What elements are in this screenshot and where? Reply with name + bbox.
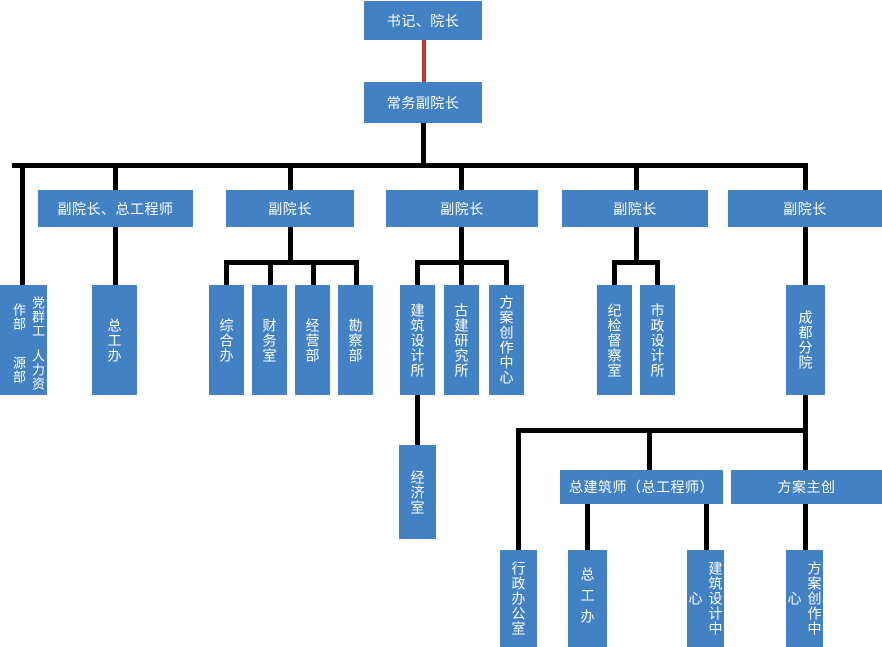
edge-root-to-exec-vp xyxy=(422,38,426,82)
node-ancient-arch-institute-label: 古建研究所 xyxy=(453,302,470,378)
node-cd-scheme-center[interactable]: 方案创作中心 xyxy=(786,550,823,647)
edge-vp4-to-municipal-institute xyxy=(655,260,660,286)
edge-exec-vp-stem xyxy=(421,122,426,165)
edge-bus-to-vp2 xyxy=(288,163,293,190)
edge-vp3-to-arch-design-institute xyxy=(415,260,420,286)
node-chief-eng-office[interactable]: 总工办 xyxy=(92,285,137,395)
node-economics-office-label: 经济室 xyxy=(409,469,426,515)
node-scheme-lead-label: 方案主创 xyxy=(777,479,836,495)
edge-arch-design-institute-to-economics-office xyxy=(415,395,420,445)
edge-bus-to-vp5 xyxy=(803,163,808,190)
node-survey-dept-label: 勘察部 xyxy=(347,317,364,363)
node-survey-dept[interactable]: 勘察部 xyxy=(338,285,373,395)
node-arch-design-institute[interactable]: 建筑设计所 xyxy=(400,285,435,395)
edge-bus-to-vp3 xyxy=(459,163,464,190)
node-municipal-institute-label: 市政设计所 xyxy=(649,302,666,378)
edge-chief-architect-to-arch-design-center xyxy=(704,504,709,550)
node-root-label: 书记、院长 xyxy=(386,12,460,29)
edge-bus-to-vp1 xyxy=(113,163,118,190)
node-discipline-office[interactable]: 纪检督察室 xyxy=(597,285,632,395)
node-finance-office-label: 财务室 xyxy=(261,317,278,363)
edge-vp4-bus xyxy=(612,260,660,265)
edge-vp3-to-scheme-center xyxy=(504,260,509,286)
node-business-dept-label: 经营部 xyxy=(304,317,321,363)
node-party-dept-label: 党群工作部 xyxy=(11,295,45,338)
edge-chengdu-to-admin-office xyxy=(516,428,521,550)
edge-chengdu-to-scheme-lead xyxy=(803,428,808,470)
edge-vp5-to-chengdu-branch xyxy=(803,226,808,286)
edge-chengdu-to-chief-architect xyxy=(647,428,652,470)
edge-vp3-stem xyxy=(459,226,464,262)
edge-bus-to-hr xyxy=(20,163,25,286)
edge-vp-bus xyxy=(12,163,807,168)
node-vp2[interactable]: 副院长 xyxy=(226,190,354,227)
node-vp-chief-engineer[interactable]: 副院长、总工程师 xyxy=(38,190,193,227)
node-vp-chief-engineer-label: 副院长、总工程师 xyxy=(57,200,174,217)
node-hr-dept-label: 人力资源部 xyxy=(11,348,45,391)
node-chief-eng-office-label: 总工办 xyxy=(106,317,123,363)
edge-vp3-to-ancient-arch-institute xyxy=(459,260,464,286)
node-scheme-lead[interactable]: 方案主创 xyxy=(731,470,882,504)
node-vp5[interactable]: 副院长 xyxy=(728,190,882,227)
edge-vp2-to-general-office xyxy=(224,260,229,286)
node-discipline-office-label: 纪检督察室 xyxy=(606,302,623,378)
node-scheme-center-label: 方案创作中心 xyxy=(498,295,515,385)
edge-bus-to-vp4 xyxy=(634,163,639,190)
edge-vp2-to-survey-dept xyxy=(354,260,359,286)
node-hr-and-party-dept[interactable]: 党群工作部 人力资源部 xyxy=(0,285,47,395)
node-admin-office-label: 行政办公室 xyxy=(510,561,527,636)
edge-chengdu-branch-stem xyxy=(803,395,808,431)
node-vp5-label: 副院长 xyxy=(783,200,827,217)
node-ancient-arch-institute[interactable]: 古建研究所 xyxy=(444,285,479,395)
node-economics-office[interactable]: 经济室 xyxy=(399,445,436,539)
node-vp4[interactable]: 副院长 xyxy=(562,190,708,227)
edge-vp4-to-discipline-office xyxy=(612,260,617,286)
node-chief-architect-label: 总建筑师（总工程师） xyxy=(569,479,714,495)
node-chengdu-branch[interactable]: 成都分院 xyxy=(786,285,825,395)
edge-vp4-stem xyxy=(634,226,639,262)
node-cd-chief-eng-office-label: 总工办 xyxy=(579,567,596,630)
edge-vp2-bus xyxy=(224,260,359,265)
node-general-office-label: 综合办 xyxy=(218,317,235,363)
node-cd-chief-eng-office[interactable]: 总工办 xyxy=(568,550,607,647)
node-chengdu-branch-label: 成都分院 xyxy=(797,310,814,370)
node-scheme-center[interactable]: 方案创作中心 xyxy=(489,285,524,395)
edge-vp2-stem xyxy=(288,226,293,262)
node-admin-office[interactable]: 行政办公室 xyxy=(500,550,537,647)
node-exec-vp[interactable]: 常务副院长 xyxy=(364,82,482,123)
edge-scheme-lead-to-cd-scheme-center xyxy=(803,504,808,550)
node-arch-design-center[interactable]: 建筑设计中心 xyxy=(687,550,724,647)
edge-chief-architect-to-cd-chief-eng-office xyxy=(585,504,590,550)
node-vp2-label: 副院长 xyxy=(268,200,312,217)
node-arch-design-institute-label: 建筑设计所 xyxy=(409,302,426,378)
node-municipal-institute[interactable]: 市政设计所 xyxy=(640,285,675,395)
node-exec-vp-label: 常务副院长 xyxy=(386,94,460,111)
edge-chengdu-bus xyxy=(516,428,808,433)
edge-vp2-to-finance-office xyxy=(268,260,273,286)
node-general-office[interactable]: 综合办 xyxy=(209,285,244,395)
node-cd-scheme-center-label: 方案创作中心 xyxy=(786,561,823,636)
edge-vp1-to-chief-eng-office xyxy=(113,226,118,286)
node-vp3[interactable]: 副院长 xyxy=(386,190,538,227)
node-business-dept[interactable]: 经营部 xyxy=(295,285,330,395)
node-finance-office[interactable]: 财务室 xyxy=(252,285,287,395)
edge-vp2-to-business-dept xyxy=(311,260,316,286)
node-chief-architect[interactable]: 总建筑师（总工程师） xyxy=(560,470,723,504)
node-root[interactable]: 书记、院长 xyxy=(364,1,482,40)
node-arch-design-center-label: 建筑设计中心 xyxy=(687,561,724,636)
node-vp4-label: 副院长 xyxy=(613,200,657,217)
node-vp3-label: 副院长 xyxy=(440,200,484,217)
